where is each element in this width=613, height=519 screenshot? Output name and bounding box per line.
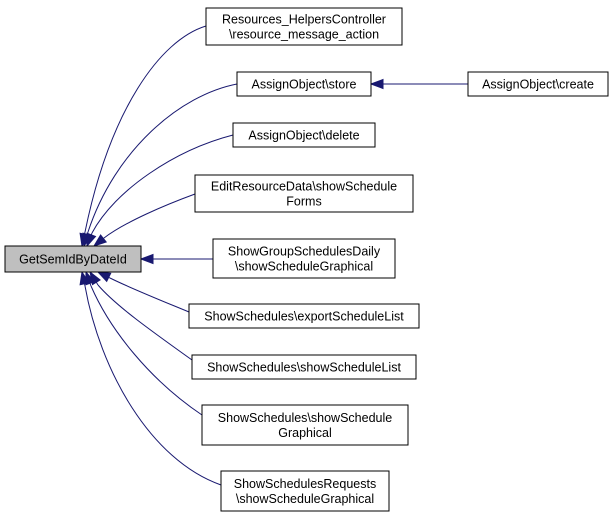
node-label-line: AssignObject\create	[482, 78, 594, 92]
edge-line	[97, 284, 193, 361]
node-label-line: AssignObject\store	[252, 78, 357, 92]
node-label-line: ShowSchedulesRequests	[234, 477, 376, 491]
node-label-line: ShowSchedules\exportScheduleList	[204, 310, 404, 324]
node-box[interactable]	[236, 71, 372, 97]
node-show-group-daily[interactable]: ShowGroupSchedulesDaily\showScheduleGrap…	[212, 238, 396, 279]
node-export-list[interactable]: ShowSchedules\exportScheduleList	[188, 303, 420, 329]
node-assign-delete[interactable]: AssignObject\delete	[232, 122, 376, 148]
node-show-graphical[interactable]: ShowSchedules\showScheduleGraphical	[201, 404, 409, 446]
node-label-line: \showScheduleGraphical	[235, 260, 373, 274]
edge-show_list-to-getsem	[89, 270, 193, 361]
edge-line	[90, 285, 203, 416]
node-label-line: ShowSchedules\showScheduleList	[207, 361, 401, 375]
node-assign-store[interactable]: AssignObject\store	[236, 71, 372, 97]
edge-export_list-to-getsem	[96, 271, 190, 313]
node-label-line: GetSemIdByDateId	[19, 253, 127, 267]
node-label-line: AssignObject\delete	[248, 129, 359, 143]
node-label-line: ShowGroupSchedulesDaily	[228, 245, 381, 259]
node-box[interactable]	[191, 354, 417, 380]
node-requests-graphical[interactable]: ShowSchedulesRequests\showScheduleGraphi…	[220, 470, 390, 512]
edge-line	[103, 193, 196, 239]
node-box[interactable]	[194, 174, 414, 213]
arrow-head	[96, 271, 112, 283]
node-resources-helpers[interactable]: Resources_HelpersController\resource_mes…	[205, 7, 403, 46]
node-label-line: Resources_HelpersController	[222, 13, 386, 27]
node-box[interactable]	[220, 470, 390, 512]
node-box[interactable]	[232, 122, 376, 148]
node-box[interactable]	[4, 245, 142, 273]
edge-line	[84, 25, 207, 233]
node-box[interactable]	[201, 404, 409, 446]
node-box[interactable]	[212, 238, 396, 279]
edges-layer	[79, 25, 468, 486]
edge-line	[84, 285, 222, 486]
arrow-head	[139, 253, 154, 265]
node-label-line: Graphical	[278, 426, 332, 440]
node-label-line: ShowSchedules\showSchedule	[218, 411, 392, 425]
edge-assign_delete-to-getsem	[86, 134, 234, 248]
nodes-layer: GetSemIdByDateId Resources_HelpersControl…	[4, 7, 609, 512]
node-assign-create[interactable]: AssignObject\create	[467, 71, 609, 97]
edge-edit_resource-to-getsem	[92, 193, 196, 247]
edge-connector	[95, 281, 99, 286]
node-label-line: EditResourceData\showSchedule	[211, 180, 397, 194]
edge-resources_helpers-to-getsem	[79, 25, 207, 248]
arrow-head	[92, 234, 108, 247]
edge-requests_graphical-to-getsem	[79, 270, 222, 486]
node-label-line: \showScheduleGraphical	[236, 492, 374, 506]
edge-assign_create-to-assign_store	[369, 78, 468, 90]
node-label-line: \resource_message_action	[229, 28, 379, 42]
arrow-head	[79, 270, 90, 286]
arrow-head	[369, 78, 384, 90]
node-box[interactable]	[205, 7, 403, 46]
node-box[interactable]	[467, 71, 609, 97]
node-show-list[interactable]: ShowSchedules\showScheduleList	[191, 354, 417, 380]
arrow-head	[86, 232, 97, 248]
edge-line	[91, 134, 234, 234]
focus-node[interactable]: GetSemIdByDateId	[4, 245, 142, 273]
node-label-line: Forms	[286, 195, 321, 209]
edge-assign_store-to-getsem	[82, 83, 238, 248]
edge-line	[87, 83, 238, 233]
edge-show_group_daily-to-getsem	[139, 253, 213, 265]
edge-line	[109, 277, 190, 313]
node-box[interactable]	[188, 303, 420, 329]
